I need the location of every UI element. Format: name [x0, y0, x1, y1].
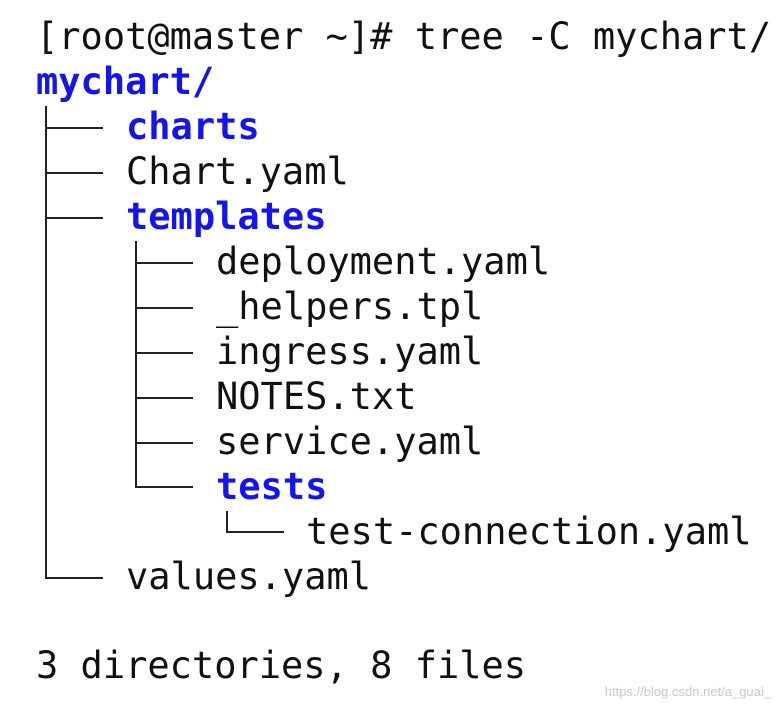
tree-trunk-level3	[226, 511, 228, 532]
tree-entry-service-yaml: service.yaml	[216, 420, 484, 463]
root-directory: mychart/	[36, 60, 215, 103]
branch-chart-yaml	[45, 172, 103, 174]
tree-entry-helpers-tpl: _helpers.tpl	[216, 285, 484, 328]
tree-trunk-level1	[45, 106, 47, 578]
tree-entry-tests: tests	[216, 465, 328, 508]
tree-entry-charts: charts	[126, 105, 260, 148]
branch-tests	[135, 486, 193, 488]
branch-charts	[45, 127, 103, 129]
tree-trunk-level2	[135, 241, 137, 487]
prompt-line: [root@master ~]# tree -C mychart/	[36, 15, 772, 58]
tree-entry-deployment-yaml: deployment.yaml	[216, 240, 551, 283]
tree-entry-ingress-yaml: ingress.yaml	[216, 330, 484, 373]
tree-entry-values-yaml: values.yaml	[126, 555, 372, 598]
branch-service	[135, 442, 193, 444]
branch-notes	[135, 397, 193, 399]
tree-entry-templates: templates	[126, 195, 327, 238]
branch-test-connection	[226, 531, 284, 533]
branch-ingress	[135, 352, 193, 354]
branch-deployment	[135, 262, 193, 264]
branch-templates	[45, 217, 103, 219]
branch-helpers	[135, 307, 193, 309]
tree-entry-notes-txt: NOTES.txt	[216, 375, 417, 418]
watermark: https://blog.csdn.net/a_guai_	[604, 684, 771, 699]
branch-values-yaml	[45, 577, 103, 579]
tree-entry-test-connection-yaml: test-connection.yaml	[306, 510, 752, 553]
summary-line: 3 directories, 8 files	[36, 644, 527, 687]
tree-entry-chart-yaml: Chart.yaml	[126, 150, 349, 193]
